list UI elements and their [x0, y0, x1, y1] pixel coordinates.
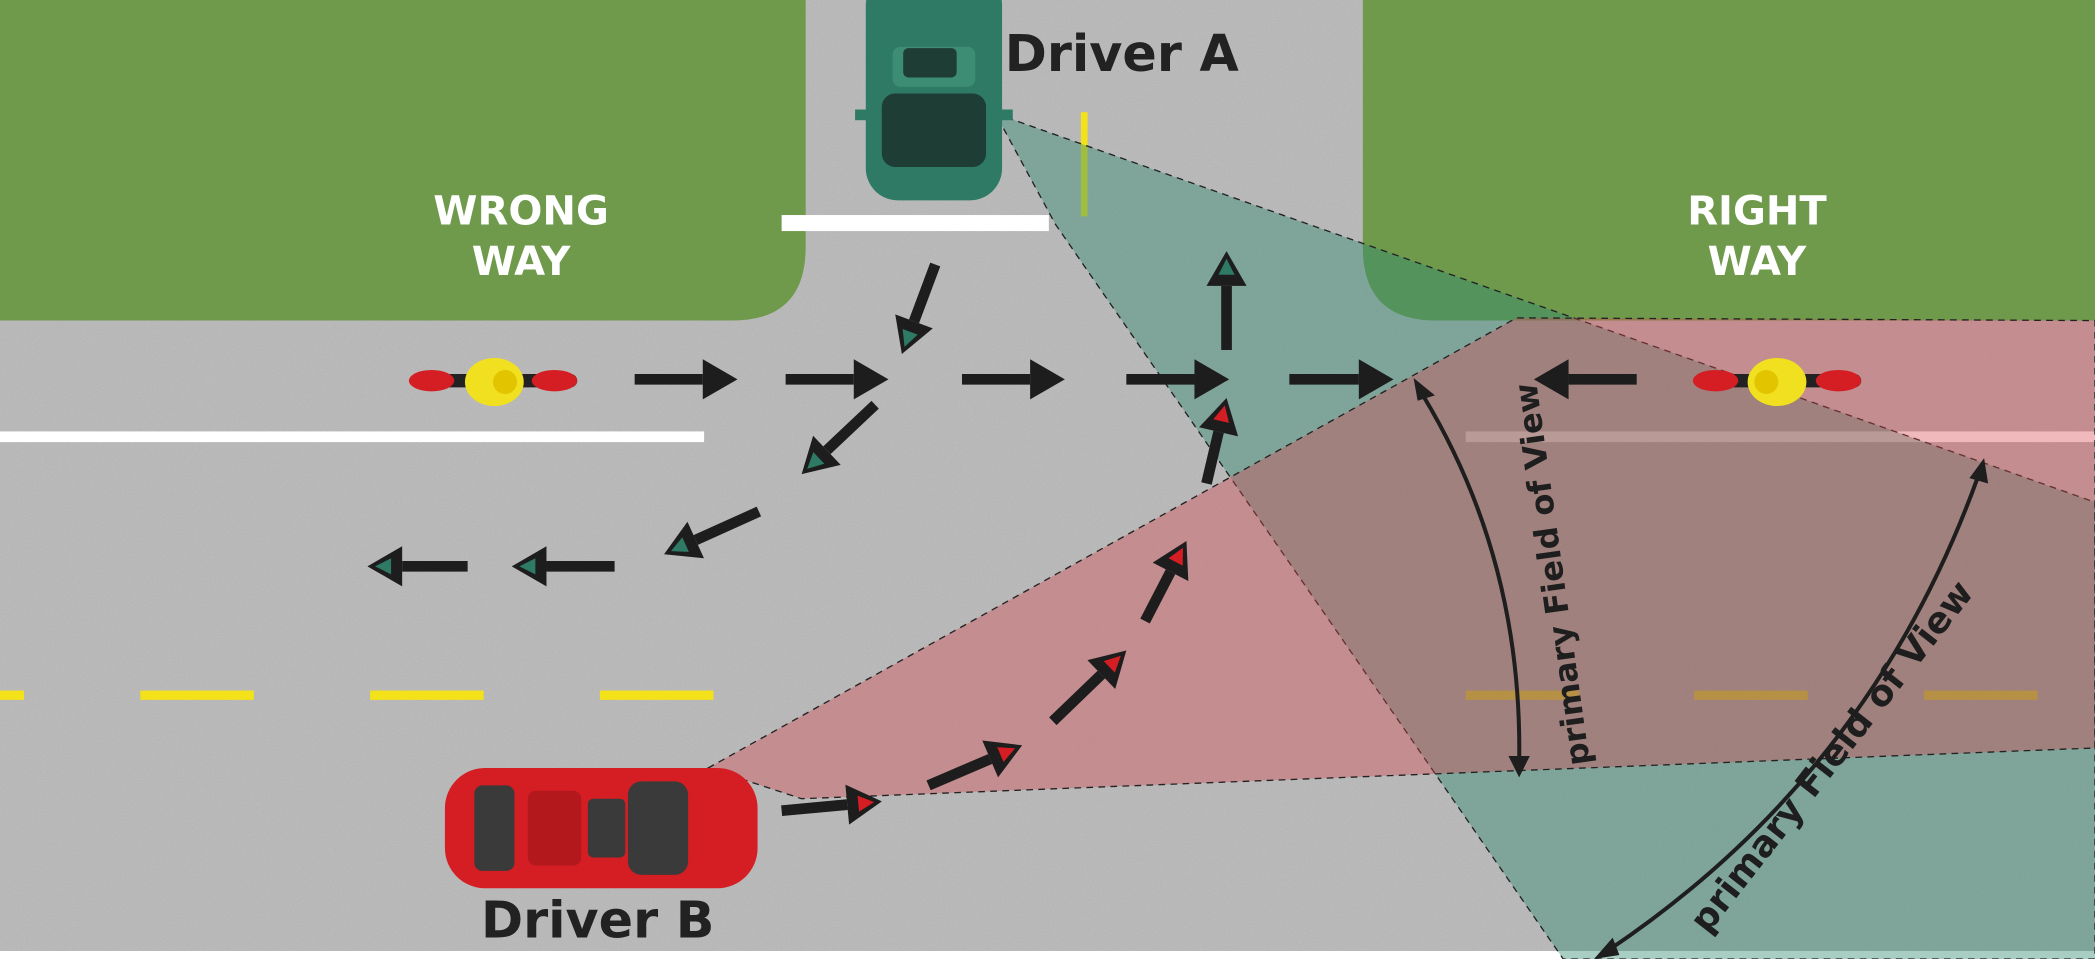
cyclist-wrong-way: [408, 357, 578, 407]
arrowhead-icon: [1358, 359, 1394, 400]
path-arrow: [1049, 650, 1127, 726]
fov-a-arrowhead-bottom: [1508, 755, 1530, 778]
driver-b-field-of-view: [706, 317, 2095, 800]
arrow-tip-marker: [807, 452, 825, 469]
arrow-tip-marker: [670, 537, 689, 552]
arrow-tip-marker: [375, 558, 392, 575]
arrowhead-icon: [853, 359, 889, 400]
path-arrow: [634, 359, 738, 400]
stop-line: [781, 215, 1049, 232]
path-arrow: [781, 784, 882, 825]
arrow-tip-marker: [1218, 258, 1235, 275]
path-arrow: [1140, 540, 1189, 624]
path-arrow: [1289, 359, 1394, 400]
right-way-label-line2: WAY: [1708, 239, 1808, 285]
fov-b-arc-arrow: [1606, 477, 1980, 953]
arrowhead-icon: [702, 359, 738, 400]
arrowhead-icon: [1194, 359, 1230, 400]
path-arrow: [895, 262, 941, 354]
grass-top-right: [1362, 0, 2095, 321]
path-arrow: [367, 546, 468, 587]
arrow-tip-marker: [902, 328, 918, 347]
path-arrow: [801, 400, 879, 475]
wrong-way-label-line2: WAY: [472, 239, 572, 285]
path-arrow: [1126, 359, 1230, 400]
cyclist-right-way: [1692, 357, 1862, 407]
arrow-tip-marker: [857, 795, 875, 812]
wrong-way-label-line1: WRONG: [433, 188, 609, 234]
path-arrow: [1206, 251, 1247, 350]
fov-b-arrowhead-bottom: [1593, 937, 1620, 959]
driver-a-label: Driver A: [1005, 24, 1240, 83]
driver-a-car: [855, 0, 1013, 201]
path-arrow: [785, 359, 889, 400]
fov-b-arrowhead-top: [1969, 458, 1989, 484]
driver-b-label: Driver B: [481, 891, 714, 950]
arrow-tip-marker: [1103, 655, 1121, 673]
arrow-tip-marker: [997, 747, 1016, 762]
path-arrow: [664, 506, 762, 559]
arrow-tip-marker: [519, 558, 536, 575]
lane-line-right: [1465, 431, 2095, 443]
fov-a-arc-arrow: [1421, 394, 1522, 765]
driver-b-car: [444, 768, 758, 889]
path-arrow: [511, 546, 615, 587]
path-arrow: [1199, 398, 1239, 485]
fov-a-arrowhead-top: [1413, 377, 1435, 401]
driver-a-field-of-view: [993, 112, 2095, 959]
arrow-shaft: [926, 754, 993, 791]
arrow-shaft: [1140, 569, 1176, 624]
yellow-center-line-vertical: [1080, 112, 1088, 217]
arrowhead-icon: [1030, 359, 1065, 400]
lane-line-left: [0, 431, 705, 443]
arrow-shaft: [781, 799, 848, 817]
arrow-shaft: [823, 400, 879, 455]
arrow-shaft: [693, 506, 762, 545]
arrow-tip-marker: [1168, 547, 1183, 566]
right-way-label-line1: RIGHT: [1687, 188, 1827, 234]
arrow-shaft: [909, 262, 941, 324]
path-arrow: [926, 740, 1023, 791]
arrow-shaft: [1201, 430, 1224, 485]
arrow-shaft: [1049, 670, 1106, 726]
path-arrow: [961, 359, 1065, 400]
arrow-tip-marker: [1213, 405, 1229, 423]
arrowhead-icon: [1533, 359, 1569, 400]
bottom-edge-line: [0, 950, 2095, 959]
yellow-center-dashes: [0, 690, 2038, 700]
grass-top-left: [0, 0, 806, 321]
travel-path-arrows: [367, 251, 1637, 825]
path-arrow: [1533, 359, 1637, 400]
